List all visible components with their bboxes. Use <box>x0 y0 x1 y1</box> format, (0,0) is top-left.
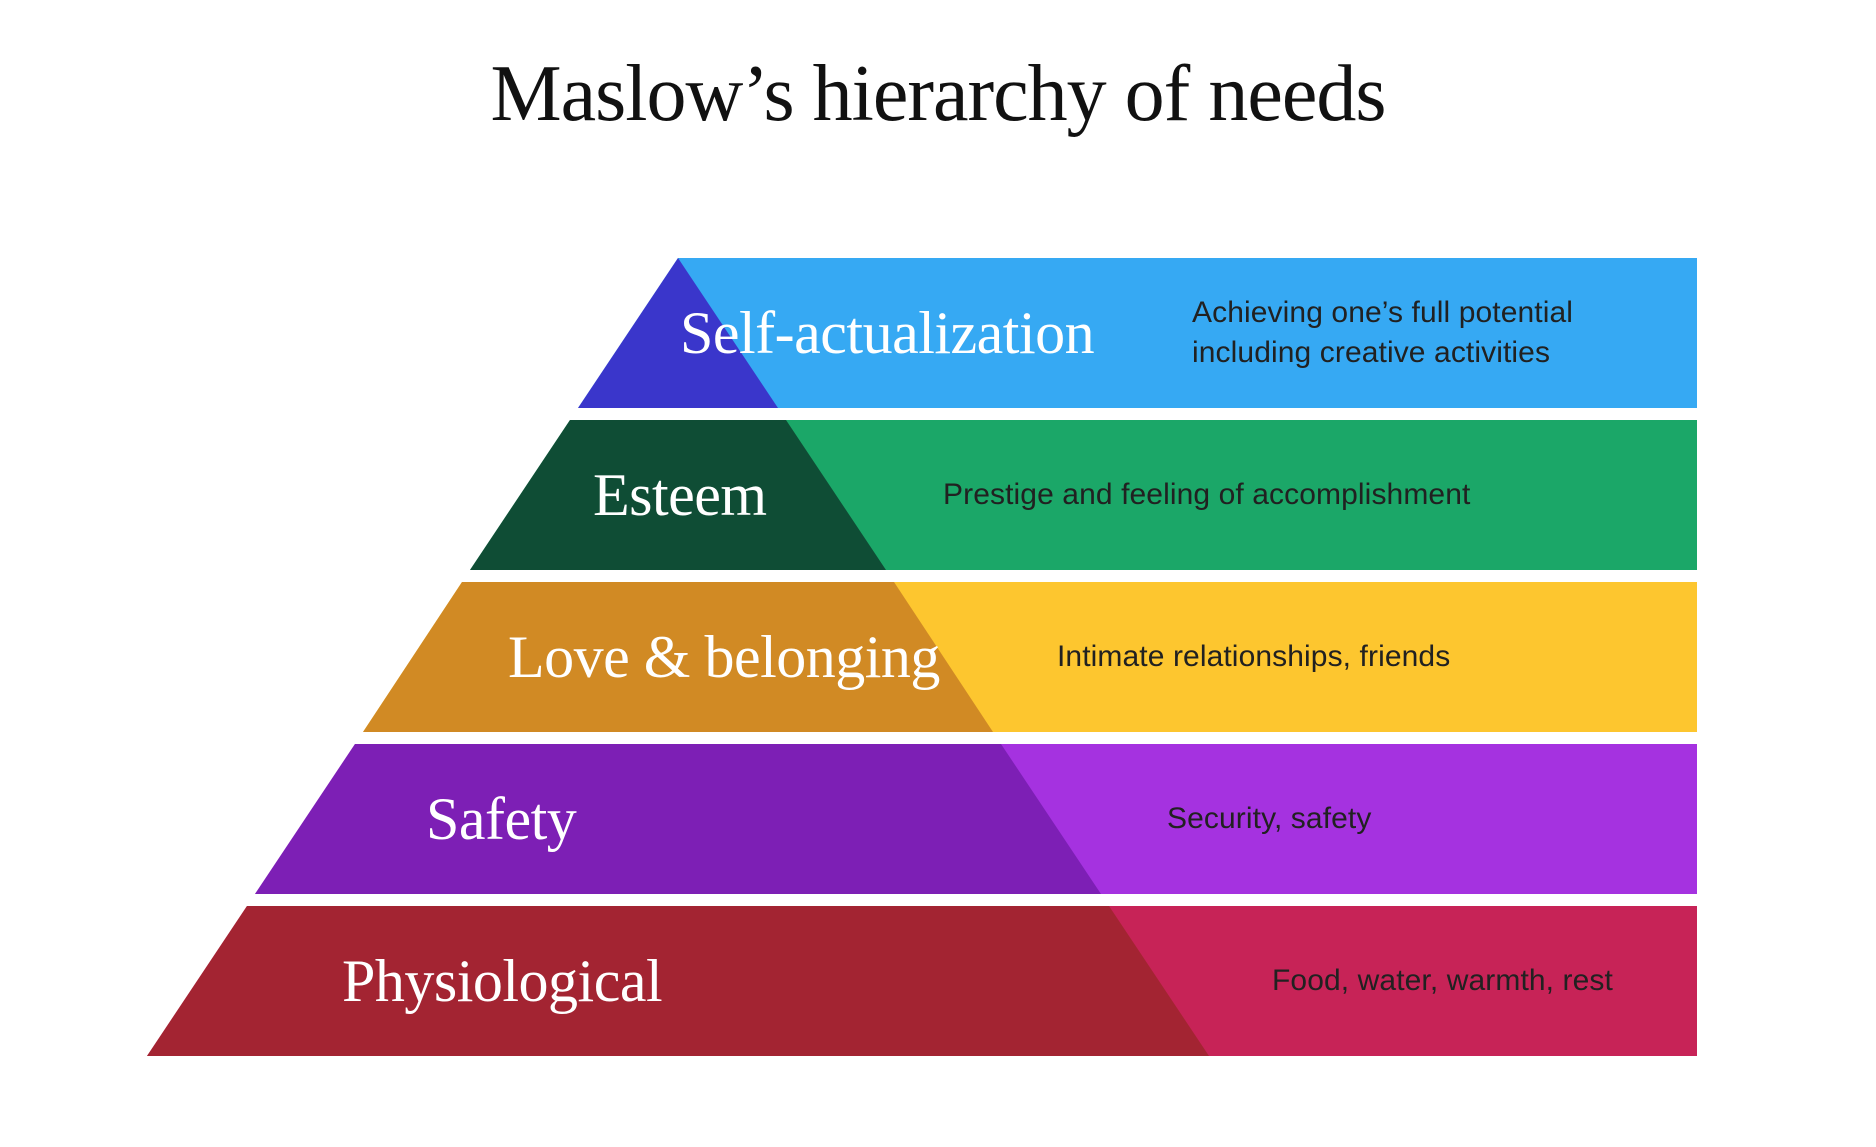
level-dark-shape <box>363 582 993 732</box>
level-label: Love & belonging <box>508 623 940 690</box>
level-light-shape <box>578 258 1697 408</box>
level-dark-shape <box>255 744 1101 894</box>
pyramid-level-love-belonging: Love & belonging Intimate relationships,… <box>140 582 1697 732</box>
pyramid-level-esteem: Esteem Prestige and feeling of accomplis… <box>140 420 1697 570</box>
level-label: Esteem <box>593 461 767 528</box>
level-description: Security, safety <box>1167 802 1372 835</box>
level-description: Achieving one’s full potential including… <box>1192 296 1574 369</box>
pyramid-level-physiological: Physiological Food, water, warmth, rest <box>140 906 1697 1056</box>
pyramid-level-safety: Safety Security, safety <box>140 744 1697 894</box>
level-description: Intimate relationships, friends <box>1057 640 1451 673</box>
level-label: Physiological <box>342 947 663 1014</box>
page-title: Maslow’s hierarchy of needs <box>490 50 1387 138</box>
level-description: Food, water, warmth, rest <box>1272 964 1613 997</box>
pyramid-level-self-actualization: Self-actualization Achieving one’s full … <box>140 258 1697 408</box>
level-description: Prestige and feeling of accomplishment <box>943 478 1471 511</box>
level-label: Self-actualization <box>680 299 1095 366</box>
level-label: Safety <box>426 785 577 852</box>
level-dark-shape <box>147 906 1209 1056</box>
